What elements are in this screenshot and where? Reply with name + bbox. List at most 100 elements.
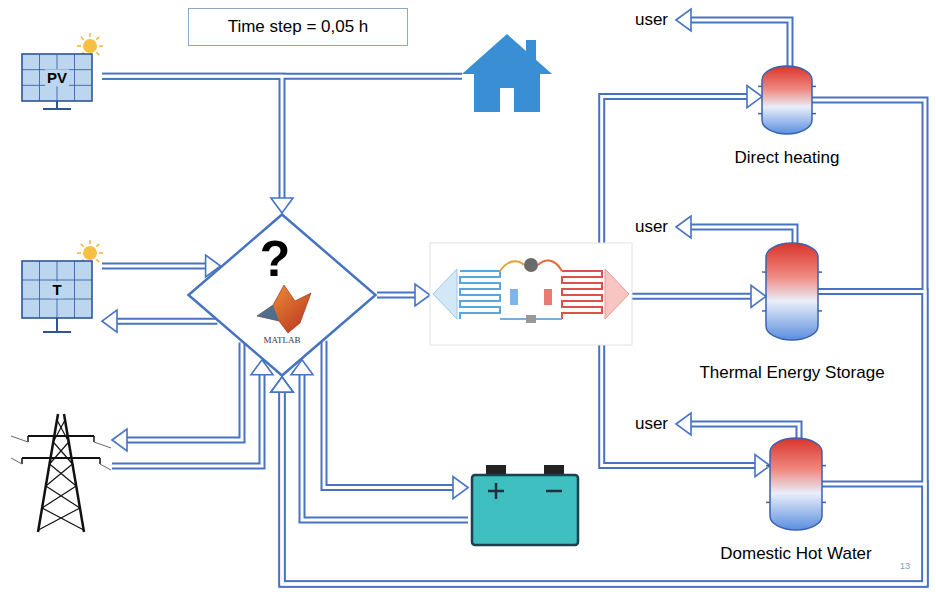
pylon-strut — [21, 458, 23, 464]
arrow-head — [415, 284, 430, 306]
heat-pump — [430, 243, 632, 345]
house-icon — [462, 30, 552, 112]
sun-ray — [99, 252, 103, 254]
tank-body — [762, 66, 812, 134]
house-door — [500, 88, 514, 112]
user-arrow-outline — [690, 227, 795, 243]
tank-label: Thermal Energy Storage — [699, 363, 884, 383]
user-arrow-outline — [690, 424, 799, 438]
pylon-strut — [38, 508, 80, 530]
arrow-head — [112, 429, 127, 451]
user-label: user — [635, 10, 668, 30]
sun-ray — [89, 240, 91, 244]
expansion-valve — [526, 315, 536, 323]
panel-frame — [22, 54, 92, 101]
connector-outline — [302, 374, 468, 520]
pylon-strut — [53, 420, 65, 442]
pylon-strut — [99, 458, 101, 464]
panel-label: PV — [45, 69, 69, 86]
user-arrow-core — [690, 20, 790, 66]
arrow-head — [271, 377, 293, 392]
connector-outline — [102, 263, 207, 270]
pylon-strut — [46, 464, 73, 486]
connector-core — [302, 374, 468, 520]
panel-stand — [43, 108, 71, 110]
connector-outline — [324, 341, 454, 488]
connector-outline — [602, 97, 748, 243]
storage-tank: Thermal Energy Storage — [766, 243, 818, 340]
node-shape — [462, 30, 552, 112]
connector-core — [282, 100, 925, 584]
compressor — [524, 258, 538, 272]
thermal-panel: T — [18, 243, 102, 335]
arrow-head — [271, 198, 293, 213]
page-number: 13 — [900, 561, 910, 571]
sun-ray — [89, 33, 91, 37]
panel-grid — [74, 261, 75, 318]
tank-body — [766, 243, 818, 340]
panel-frame — [22, 261, 92, 318]
sun-ray — [77, 45, 81, 47]
node-shape — [766, 243, 818, 340]
connector-outline — [112, 374, 262, 466]
panel-grid — [39, 261, 40, 318]
connector-core — [102, 76, 282, 199]
pylon-strut — [50, 464, 77, 486]
connector-outline — [116, 318, 217, 325]
user-arrow-head — [676, 216, 691, 238]
connector-outline — [377, 292, 416, 299]
power-wire — [100, 464, 111, 470]
sun-icon — [83, 246, 97, 260]
pv-panel: PV — [18, 36, 102, 112]
panel-stand — [56, 318, 58, 332]
diamond-outline — [189, 215, 376, 376]
node-shape — [430, 243, 632, 345]
decision-diamond: ?MATLAB — [187, 213, 377, 377]
sun-ray — [96, 259, 99, 262]
panel-stand — [43, 331, 71, 333]
pylon-strut — [42, 486, 76, 508]
arrow-head — [271, 377, 293, 392]
sun-ray — [96, 244, 99, 247]
battery-icon — [468, 455, 582, 548]
pylon-strut — [46, 486, 80, 508]
heat-pump-frame — [430, 243, 632, 345]
pylon-strut — [42, 508, 84, 530]
connector-core — [116, 320, 217, 323]
node-shape — [770, 438, 822, 530]
pylon-strut — [28, 435, 94, 437]
pylon-strut — [27, 436, 29, 442]
sun-icon — [83, 39, 97, 53]
node-shape — [762, 66, 812, 134]
tank-label: Direct heating — [735, 148, 840, 168]
user-arrow-head — [676, 9, 691, 31]
user-label: user — [635, 217, 668, 237]
heat-exchanger — [544, 289, 552, 305]
user-label: user — [635, 414, 668, 434]
sun-ray — [99, 45, 103, 47]
cold-arrow — [433, 269, 457, 319]
connector-outlines — [102, 76, 925, 584]
refrigerant-pipe — [500, 261, 524, 271]
connector-cores — [102, 76, 925, 584]
refrigerant-pipe — [538, 260, 562, 271]
battery-body — [472, 475, 578, 545]
tank-label: Domestic Hot Water — [720, 544, 871, 564]
connector-core — [602, 97, 748, 243]
connector-core — [324, 341, 454, 488]
matlab-logo — [257, 285, 311, 333]
connector-outline — [632, 293, 752, 300]
panel-label: T — [50, 281, 63, 298]
panel-grid — [39, 54, 40, 101]
connector-outline — [282, 100, 925, 584]
minus-symbol — [546, 490, 562, 493]
node-shape — [468, 455, 582, 548]
question-mark: ? — [260, 234, 291, 284]
plus-symbol — [488, 483, 504, 499]
coil-line — [562, 271, 602, 319]
panel-grid — [22, 299, 92, 300]
hot-arrow — [605, 269, 629, 319]
power-grid — [10, 408, 112, 535]
